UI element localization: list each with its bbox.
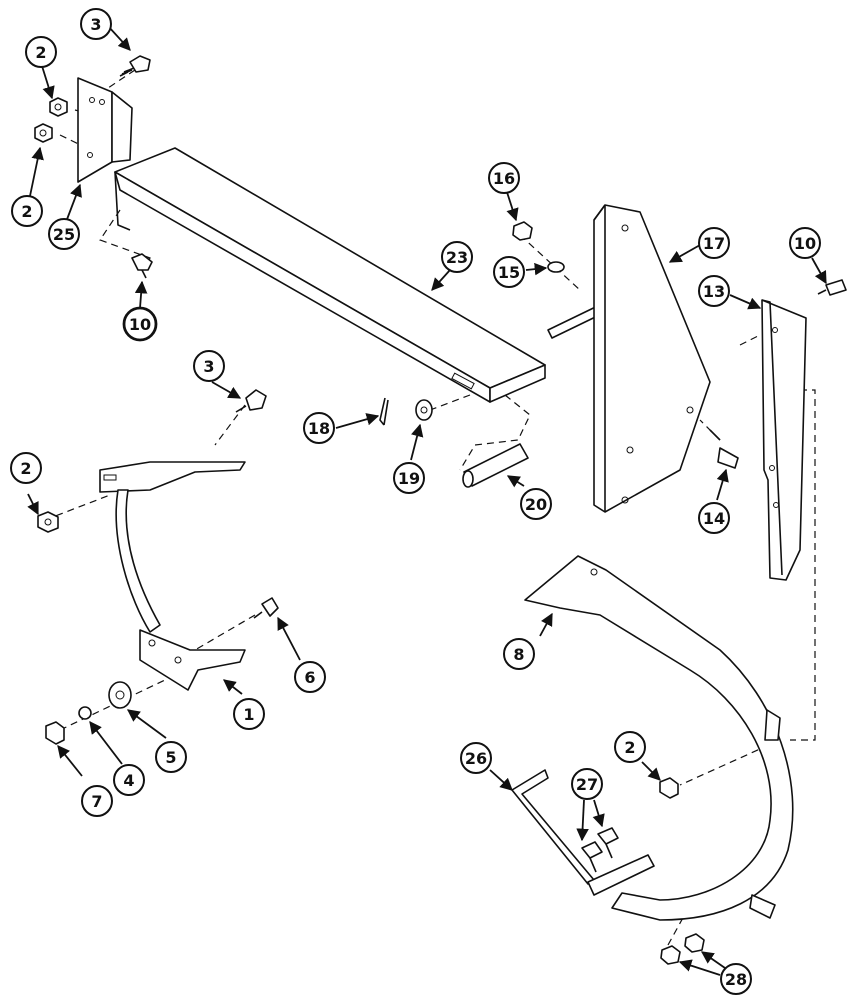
bolt-part-6 [253, 597, 279, 619]
callout-label: 3 [203, 357, 214, 376]
plate-part-17 [593, 204, 711, 513]
callout-7: 7 [81, 785, 113, 817]
callout-15: 15 [493, 256, 525, 288]
callout-label: 2 [35, 43, 46, 62]
callout-8: 8 [503, 638, 535, 670]
callout-label: 2 [624, 738, 635, 757]
callout-20: 20 [520, 488, 552, 520]
bolt-part-10-left [131, 253, 153, 279]
callout-label: 27 [576, 775, 598, 794]
callout-label: 6 [304, 668, 315, 687]
bolts-part-27 [581, 827, 619, 873]
callout-4: 4 [113, 764, 145, 796]
callout-label: 5 [165, 748, 176, 767]
bolt-part-3-middle [235, 389, 267, 413]
strap-part-8 [524, 555, 794, 921]
callout-label: 13 [703, 282, 725, 301]
leader-lines [27, 25, 827, 976]
nut-part-2-a [49, 97, 68, 117]
callout-23: 23 [441, 241, 473, 273]
bolt-part-3-top [119, 55, 151, 77]
strap-part-1 [99, 461, 246, 691]
callout-10-right: 10 [789, 227, 821, 259]
nut-part-2-b [34, 123, 53, 143]
callout-label: 2 [21, 202, 32, 221]
callout-label: 2 [20, 459, 31, 478]
callout-label: 20 [525, 495, 547, 514]
callout-label: 25 [53, 225, 75, 244]
callout-19: 19 [393, 462, 425, 494]
callout-13: 13 [698, 275, 730, 307]
callout-16: 16 [488, 162, 520, 194]
callout-label: 23 [446, 248, 468, 267]
callout-27: 27 [571, 768, 603, 800]
callout-3-middle: 3 [193, 350, 225, 382]
callout-5: 5 [155, 741, 187, 773]
callout-18: 18 [303, 412, 335, 444]
callout-label: 18 [308, 419, 330, 438]
callout-label: 7 [91, 792, 102, 811]
carriage-bolt-part-14 [709, 429, 739, 469]
callout-25: 25 [48, 218, 80, 250]
callout-label: 19 [398, 469, 420, 488]
callout-label: 10 [794, 234, 816, 253]
bracket-part-13 [761, 299, 807, 581]
nut-part-2-c [37, 511, 59, 533]
callout-label: 17 [703, 234, 725, 253]
callout-label: 3 [90, 15, 101, 34]
bolt-part-10-right [817, 279, 847, 296]
nut-part-16 [512, 221, 533, 241]
callout-2-c: 2 [10, 452, 42, 484]
pin-part-20 [462, 443, 529, 488]
callout-2-a: 2 [25, 36, 57, 68]
rod-part-26 [511, 769, 595, 885]
callout-label: 8 [513, 645, 524, 664]
callout-14: 14 [698, 502, 730, 534]
washer-part-19 [415, 399, 433, 421]
callout-28: 28 [720, 963, 752, 995]
callout-label: 26 [465, 749, 487, 768]
callout-17: 17 [698, 227, 730, 259]
bracket-part-25 [77, 77, 133, 183]
callout-label: 10 [129, 315, 151, 334]
callout-10-left: 10 [122, 306, 158, 342]
nut-part-7 [45, 721, 65, 745]
callout-6: 6 [294, 661, 326, 693]
callout-1: 1 [233, 698, 265, 730]
callout-26: 26 [460, 742, 492, 774]
clamp-plate [587, 854, 655, 896]
channel-part-23 [114, 147, 546, 403]
callout-2-b: 2 [11, 195, 43, 227]
callout-label: 28 [725, 970, 747, 989]
callout-3-top: 3 [80, 8, 112, 40]
callout-label: 1 [243, 705, 254, 724]
washer-part-15 [547, 261, 565, 273]
lock-washer-part-4 [78, 706, 92, 720]
callout-label: 4 [123, 771, 134, 790]
callout-label: 16 [493, 169, 515, 188]
callout-label: 15 [498, 263, 520, 282]
nut-part-2-d [659, 777, 679, 799]
callout-label: 14 [703, 509, 725, 528]
cotter-pin-part-18 [379, 397, 389, 426]
callout-2-d: 2 [614, 731, 646, 763]
washer-part-5 [108, 681, 132, 709]
nuts-part-28 [660, 933, 705, 965]
